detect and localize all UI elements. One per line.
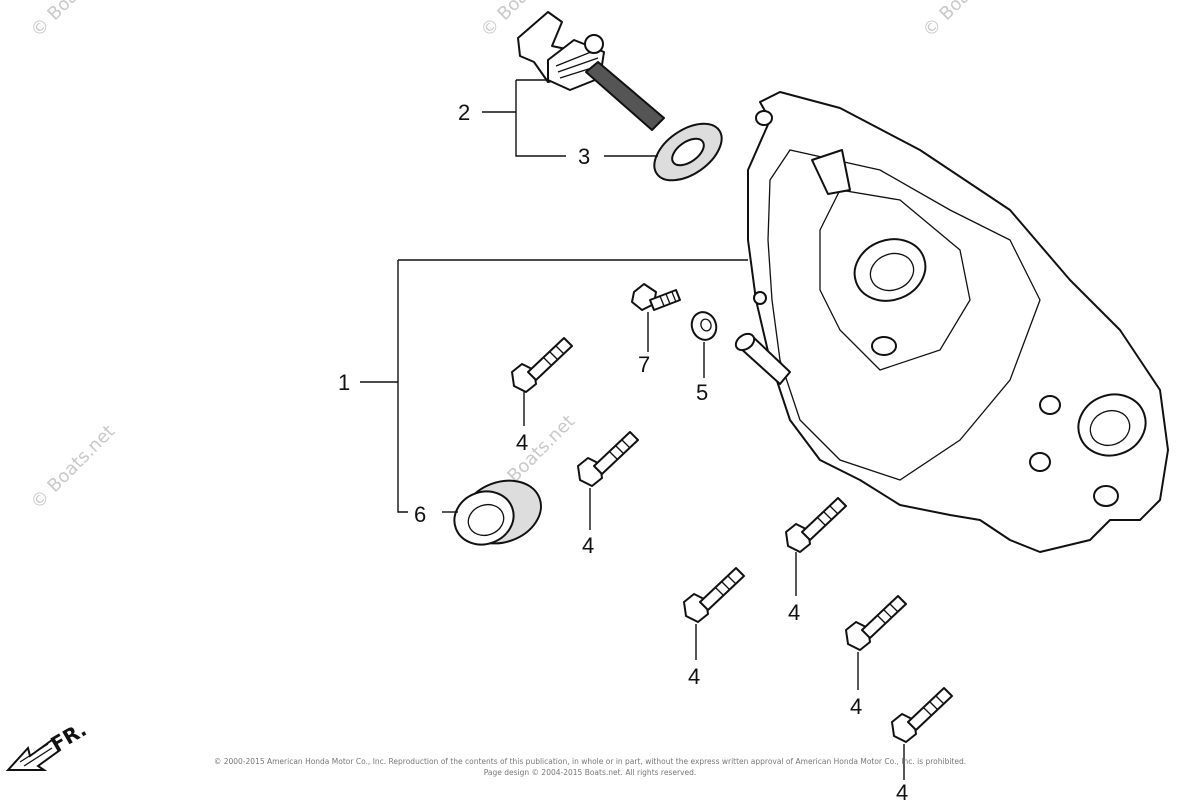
callout-6: 6 (414, 502, 426, 527)
bolt-a (511, 337, 573, 393)
part-2-dipstick (517, 11, 665, 131)
callout-5: 5 (696, 380, 708, 405)
part-3-washer (653, 122, 723, 182)
bolt-c (785, 497, 847, 553)
part-7-small-bolt (631, 283, 681, 311)
callout-4-d: 4 (688, 664, 700, 689)
front-arrow-icon (5, 738, 62, 771)
callout-3: 3 (578, 144, 590, 169)
watermark-top-right: © Boats.net (919, 0, 1011, 42)
callout-1: 1 (338, 370, 350, 395)
callouts: 2 3 1 6 7 5 4 4 4 4 4 4 (338, 100, 908, 805)
watermark-mid-left: © Boats.net (27, 421, 119, 513)
part-1-side-cover (734, 91, 1169, 553)
watermark-top-left: © Boats.net (27, 0, 119, 42)
callout-4-e: 4 (850, 694, 862, 719)
bolt-d (683, 567, 745, 623)
callout-7: 7 (638, 352, 650, 377)
part-5-washer (690, 311, 718, 341)
callout-4-b: 4 (582, 533, 594, 558)
callout-4-a: 4 (516, 430, 528, 455)
part-6-oil-seal (453, 479, 542, 546)
copyright-line-2: Page design © 2004-2015 Boats.net. All r… (484, 768, 697, 777)
bolt-e (845, 595, 907, 651)
copyright-line-1: © 2000-2015 American Honda Motor Co., In… (214, 757, 966, 766)
copyright: © 2000-2015 American Honda Motor Co., In… (214, 757, 966, 777)
leader-lines (360, 79, 905, 780)
callout-4-c: 4 (788, 600, 800, 625)
front-indicator: FR. (5, 717, 91, 771)
callout-4-f: 4 (896, 780, 908, 805)
callout-2: 2 (458, 100, 470, 125)
bolt-b (577, 431, 639, 487)
bolt-f (891, 687, 953, 743)
